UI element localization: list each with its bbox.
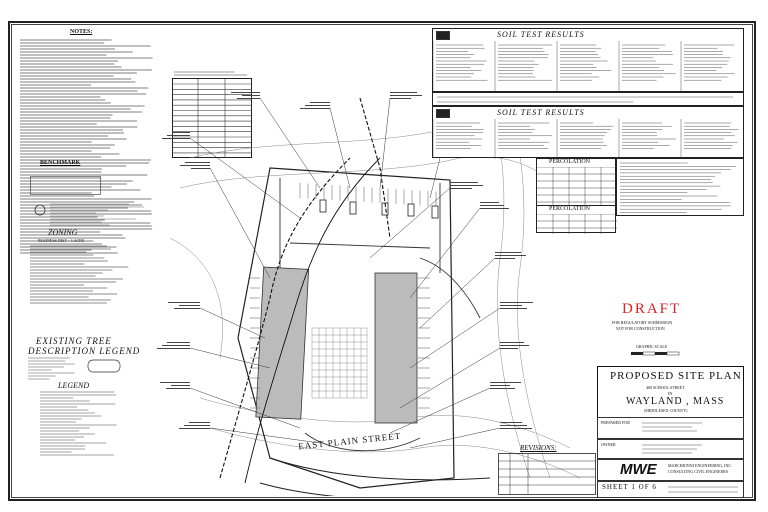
- plan-town: WAYLAND , MASS: [626, 396, 725, 407]
- soil-note-strip: [432, 92, 744, 106]
- soil-title-1: SOIL TEST RESULTS: [497, 30, 585, 39]
- draft-note-1: FOR REGULATORY SUBMISSION: [612, 320, 673, 325]
- percolation-title-1: PERCOLATION: [549, 159, 591, 165]
- firm-row: MWE MARCHIONNI ENGINEERING, INC. CONSULT…: [597, 459, 744, 481]
- revisions-table: [498, 453, 596, 495]
- title-block: PROPOSED SITE PLAN 400 SCHOOL STREET IN …: [597, 366, 744, 498]
- sheet-border: [8, 21, 756, 501]
- soil-symbol-1: [436, 31, 450, 40]
- plan-county: (MIDDLESEX COUNTY): [644, 408, 688, 413]
- zoning-title: ZONING: [48, 228, 78, 237]
- notes-text-block: [20, 39, 153, 254]
- benchmark-title: BENCHMARK: [40, 160, 81, 166]
- percolation-title-2: PERCOLATION: [549, 206, 591, 212]
- revisions-title: REVISIONS:: [520, 444, 557, 452]
- draft-note-2: NOT FOR CONSTRUCTION: [616, 326, 665, 331]
- owner-label: OWNER: [601, 442, 616, 447]
- deep-hole-extra: [616, 158, 744, 216]
- sheet-inner-border: [11, 24, 753, 498]
- firm-name: MARCHIONNI ENGINEERING, INC.: [668, 463, 732, 468]
- tree-legend-title-1: EXISTING TREE: [36, 336, 112, 346]
- tree-legend-list: [28, 357, 121, 380]
- soil-test-box-2: SOIL TEST RESULTS: [432, 106, 744, 159]
- sheet-number: SHEET 1 OF 6: [602, 483, 657, 491]
- legend-block: [40, 391, 117, 456]
- graphic-scale-bar: [631, 351, 680, 356]
- firm-logo: MWE: [620, 461, 657, 478]
- scale-label: GRAPHIC SCALE: [636, 344, 668, 349]
- soil-test-box-1: SOIL TEST RESULTS: [432, 28, 744, 92]
- zoning-notes: [30, 245, 129, 304]
- prepared-for-row: PREPARED FOR: [597, 417, 744, 439]
- zoning-subtitle: BUSINESS DIST. - 1 ACRE: [38, 238, 85, 243]
- sheet-row: SHEET 1 OF 6: [597, 481, 744, 498]
- plan-in: IN: [668, 391, 673, 396]
- tree-legend-title-2: DESCRIPTION LEGEND: [28, 346, 141, 356]
- prepared-for-label: PREPARED FOR: [601, 420, 630, 425]
- soil-symbol-2: [436, 109, 450, 118]
- plan-title: PROPOSED SITE PLAN: [610, 370, 742, 382]
- site-plan-drawing: [157, 77, 581, 496]
- rim-table: [172, 71, 252, 158]
- soil-title-2: SOIL TEST RESULTS: [497, 108, 585, 117]
- percolation-table-2: PERCOLATION: [536, 205, 617, 234]
- owner-row: OWNER: [597, 439, 744, 459]
- firm-desc: CONSULTING CIVIL ENGINEERS: [668, 469, 728, 474]
- benchmark-block: [30, 176, 145, 226]
- notes-title: NOTES:: [70, 29, 93, 35]
- draft-stamp: DRAFT: [622, 301, 682, 317]
- plan-address: 400 SCHOOL STREET: [646, 385, 685, 390]
- legend-title: LEGEND: [58, 381, 90, 390]
